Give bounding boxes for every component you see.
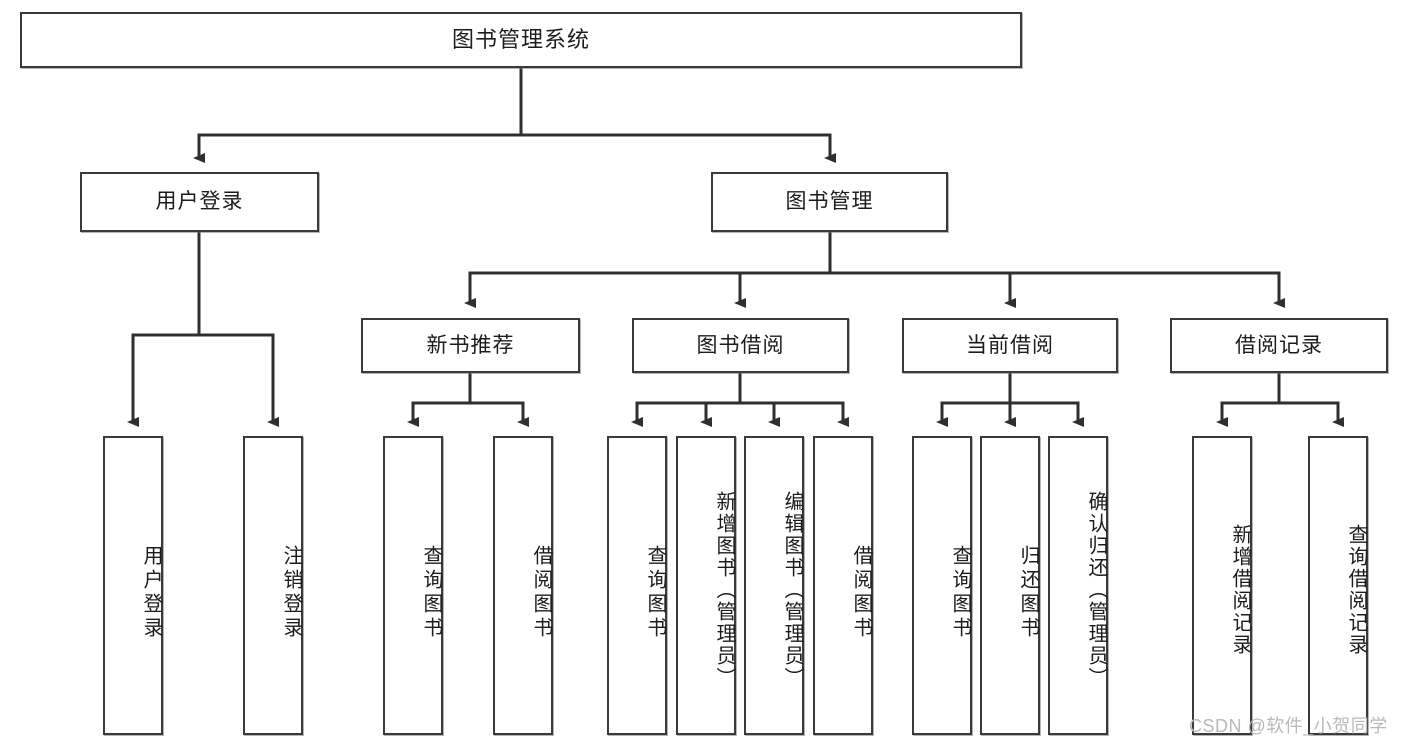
node-label: 查询图书 <box>644 544 666 641</box>
node-label: 借阅记录 <box>1235 333 1323 357</box>
node-label: 查询图书 <box>420 544 442 641</box>
node-book-borrow[interactable]: 图书借阅 <box>632 318 849 373</box>
node-label: 查询图书 <box>949 544 971 641</box>
node-label: 确认归还（管理员） <box>1085 490 1107 689</box>
node-label: 查询借阅记录 <box>1345 523 1367 656</box>
leaf-new-book-query-book[interactable]: 查询图书 <box>383 436 443 735</box>
leaf-user-login-login[interactable]: 用户登录 <box>103 436 163 735</box>
node-label: 图书管理系统 <box>451 26 590 52</box>
node-book-management[interactable]: 图书管理 <box>711 172 948 232</box>
leaf-book-borrow-borrow-book[interactable]: 借阅图书 <box>813 436 873 735</box>
node-user-login[interactable]: 用户登录 <box>80 172 319 232</box>
node-label: 图书管理 <box>785 190 874 214</box>
leaf-book-borrow-query-book[interactable]: 查询图书 <box>607 436 667 735</box>
node-label: 借阅图书 <box>850 544 872 641</box>
leaf-borrow-records-query-record[interactable]: 查询借阅记录 <box>1308 436 1368 735</box>
node-label: 新增借阅记录 <box>1229 523 1251 656</box>
node-label: 新增图书（管理员） <box>713 490 735 689</box>
node-root-book-management-system[interactable]: 图书管理系统 <box>20 12 1022 68</box>
node-label: 用户登录 <box>140 544 162 641</box>
node-label: 新书推荐 <box>426 333 515 357</box>
node-new-book-recommend[interactable]: 新书推荐 <box>361 318 580 373</box>
leaf-user-login-logout[interactable]: 注销登录 <box>243 436 303 735</box>
node-label: 图书借阅 <box>696 333 785 357</box>
leaf-new-book-borrow-book[interactable]: 借阅图书 <box>493 436 553 735</box>
leaf-borrow-records-add-record[interactable]: 新增借阅记录 <box>1192 436 1252 735</box>
node-label: 归还图书 <box>1017 544 1039 641</box>
node-label: 当前借阅 <box>966 333 1054 357</box>
node-borrow-records[interactable]: 借阅记录 <box>1170 318 1388 373</box>
leaf-current-borrow-confirm-return-admin[interactable]: 确认归还（管理员） <box>1048 436 1108 735</box>
csdn-watermark: CSDN @软件_小贺同学 <box>1189 716 1388 736</box>
leaf-current-borrow-return-book[interactable]: 归还图书 <box>980 436 1040 735</box>
leaf-book-borrow-edit-book-admin[interactable]: 编辑图书（管理员） <box>744 436 804 735</box>
node-label: 注销登录 <box>280 544 302 641</box>
leaf-book-borrow-add-book-admin[interactable]: 新增图书（管理员） <box>676 436 736 735</box>
node-current-borrow[interactable]: 当前借阅 <box>902 318 1118 373</box>
node-label: 借阅图书 <box>530 544 552 641</box>
node-label: 用户登录 <box>155 190 244 214</box>
leaf-current-borrow-query-book[interactable]: 查询图书 <box>912 436 972 735</box>
node-label: 编辑图书（管理员） <box>781 490 803 689</box>
